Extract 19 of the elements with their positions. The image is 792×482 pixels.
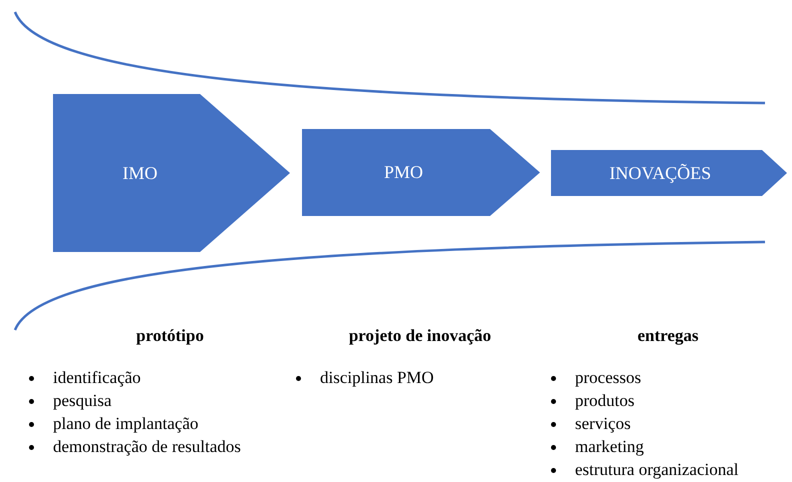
arrow-label: PMO	[384, 162, 423, 183]
column-heading: entregas	[637, 326, 699, 346]
list-item: identificação	[53, 368, 141, 388]
chevron-arrow-shape	[551, 150, 787, 196]
list-item: serviços	[575, 414, 631, 434]
column-heading: protótipo	[136, 326, 204, 346]
list-item: demonstração de resultados	[53, 437, 241, 457]
list-item: estrutura organizacional	[575, 460, 738, 480]
arrow-label: IMO	[122, 162, 158, 184]
list-item: plano de implantação	[53, 414, 198, 434]
list-item: marketing	[575, 437, 644, 457]
list-item: pesquisa	[53, 391, 112, 411]
list-item: processos	[575, 368, 642, 388]
list-item: produtos	[575, 391, 634, 411]
chevron-arrow-shape	[302, 129, 540, 216]
list-item: disciplinas PMO	[320, 368, 434, 388]
chevron-arrow-shape	[53, 94, 290, 252]
column-heading: projeto de inovação	[348, 326, 492, 346]
arrow-label: INOVAÇÕES	[609, 162, 712, 184]
